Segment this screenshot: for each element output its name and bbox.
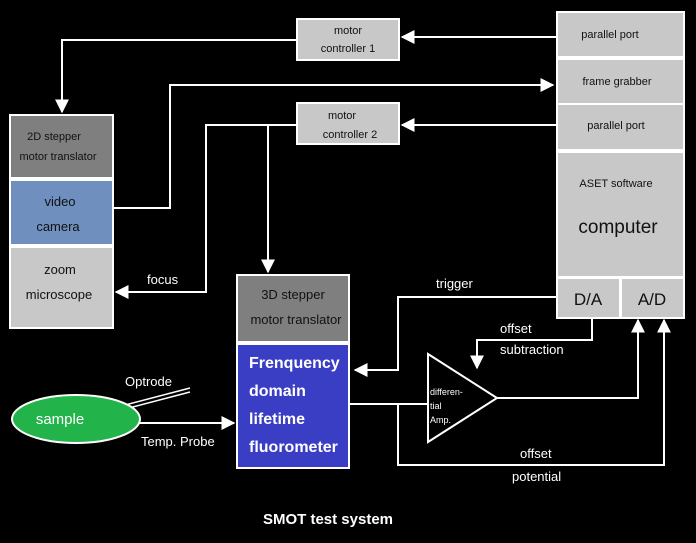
edge-camera-to-frame-grabber [113, 78, 555, 209]
edge-offset-subtraction [470, 318, 593, 370]
stepper-3d-line1: 3D stepper [261, 287, 325, 302]
edge-offset-potential [397, 318, 671, 466]
amp-line1: differen- [430, 387, 463, 397]
edge-optrode-b [124, 391, 191, 410]
motor-controller-2-line1: motor [328, 110, 356, 122]
da-box [556, 277, 621, 319]
offset-subtraction-line1: offset [500, 321, 532, 336]
stepper-3d-line2: motor translator [250, 312, 342, 327]
stepper-2d-box [9, 114, 114, 179]
parallel-port-1-box [556, 11, 685, 58]
edge-amp-to-ad [497, 318, 645, 399]
parallel-port-2-box [556, 103, 685, 151]
diagram-caption: SMOT test system [263, 511, 393, 528]
fluorometer-line4: fluorometer [249, 439, 338, 456]
focus-label: focus [147, 272, 179, 287]
motor-controller-2-line2: controller 2 [323, 129, 377, 141]
video-camera-line1: video [44, 194, 75, 209]
amp-line2: tial [430, 401, 442, 411]
motor-controller-1-line1: motor [334, 25, 362, 37]
frame-grabber-label: frame grabber [582, 76, 651, 88]
sample-label: sample [36, 411, 84, 428]
fluorometer-line2: domain [249, 383, 306, 400]
edge-optrode-a [124, 387, 191, 406]
edge-trigger [353, 296, 558, 377]
da-label: D/A [574, 290, 603, 309]
offset-potential-line2: potential [512, 469, 561, 484]
offset-subtraction-line2: subtraction [500, 342, 564, 357]
edge-controller2-to-microscope [114, 124, 296, 299]
video-camera-line2: camera [36, 219, 80, 234]
ad-box [620, 277, 685, 319]
computer-block: parallel port frame grabber parallel por… [556, 11, 685, 319]
trigger-label: trigger [436, 276, 474, 291]
amp-line3: Amp. [430, 415, 451, 425]
zoom-microscope-box [9, 246, 114, 329]
edge-controller1-to-2d-stepper [55, 39, 296, 114]
zoom-microscope-line2: microscope [26, 287, 92, 302]
optrode-label: Optrode [125, 374, 172, 389]
computer-box [556, 151, 685, 278]
zoom-microscope-line1: zoom [44, 262, 76, 277]
temp-probe-label: Temp. Probe [141, 434, 215, 449]
parallel-port-2-label: parallel port [587, 120, 644, 132]
frame-grabber-box [556, 58, 685, 105]
connectors [55, 30, 671, 466]
motor-controller-1: motor controller 1 [296, 18, 400, 61]
fluorometer-box [236, 343, 350, 469]
differential-amplifier: differen- tial Amp. [427, 352, 499, 444]
aset-software-label: ASET software [579, 178, 652, 190]
motor-controller-2: motor controller 2 [296, 102, 400, 145]
sample: sample [11, 394, 141, 444]
computer-title: computer [578, 217, 658, 238]
fluorometer-line3: lifetime [249, 411, 305, 428]
parallel-port-1-label: parallel port [581, 29, 638, 41]
stepper-2d-line2: motor translator [19, 151, 96, 163]
video-camera-box [9, 179, 114, 246]
offset-potential-line1: offset [520, 446, 552, 461]
imaging-column: 2D stepper motor translator video camera… [9, 114, 114, 329]
motor-controller-1-line2: controller 1 [321, 43, 375, 55]
fluorometer-column: 3D stepper motor translator Frenquency d… [236, 274, 350, 469]
stepper-3d-box [236, 274, 350, 343]
fluorometer-line1: Frenquency [249, 355, 340, 372]
ad-label: A/D [638, 290, 666, 309]
stepper-2d-line1: 2D stepper [27, 131, 81, 143]
